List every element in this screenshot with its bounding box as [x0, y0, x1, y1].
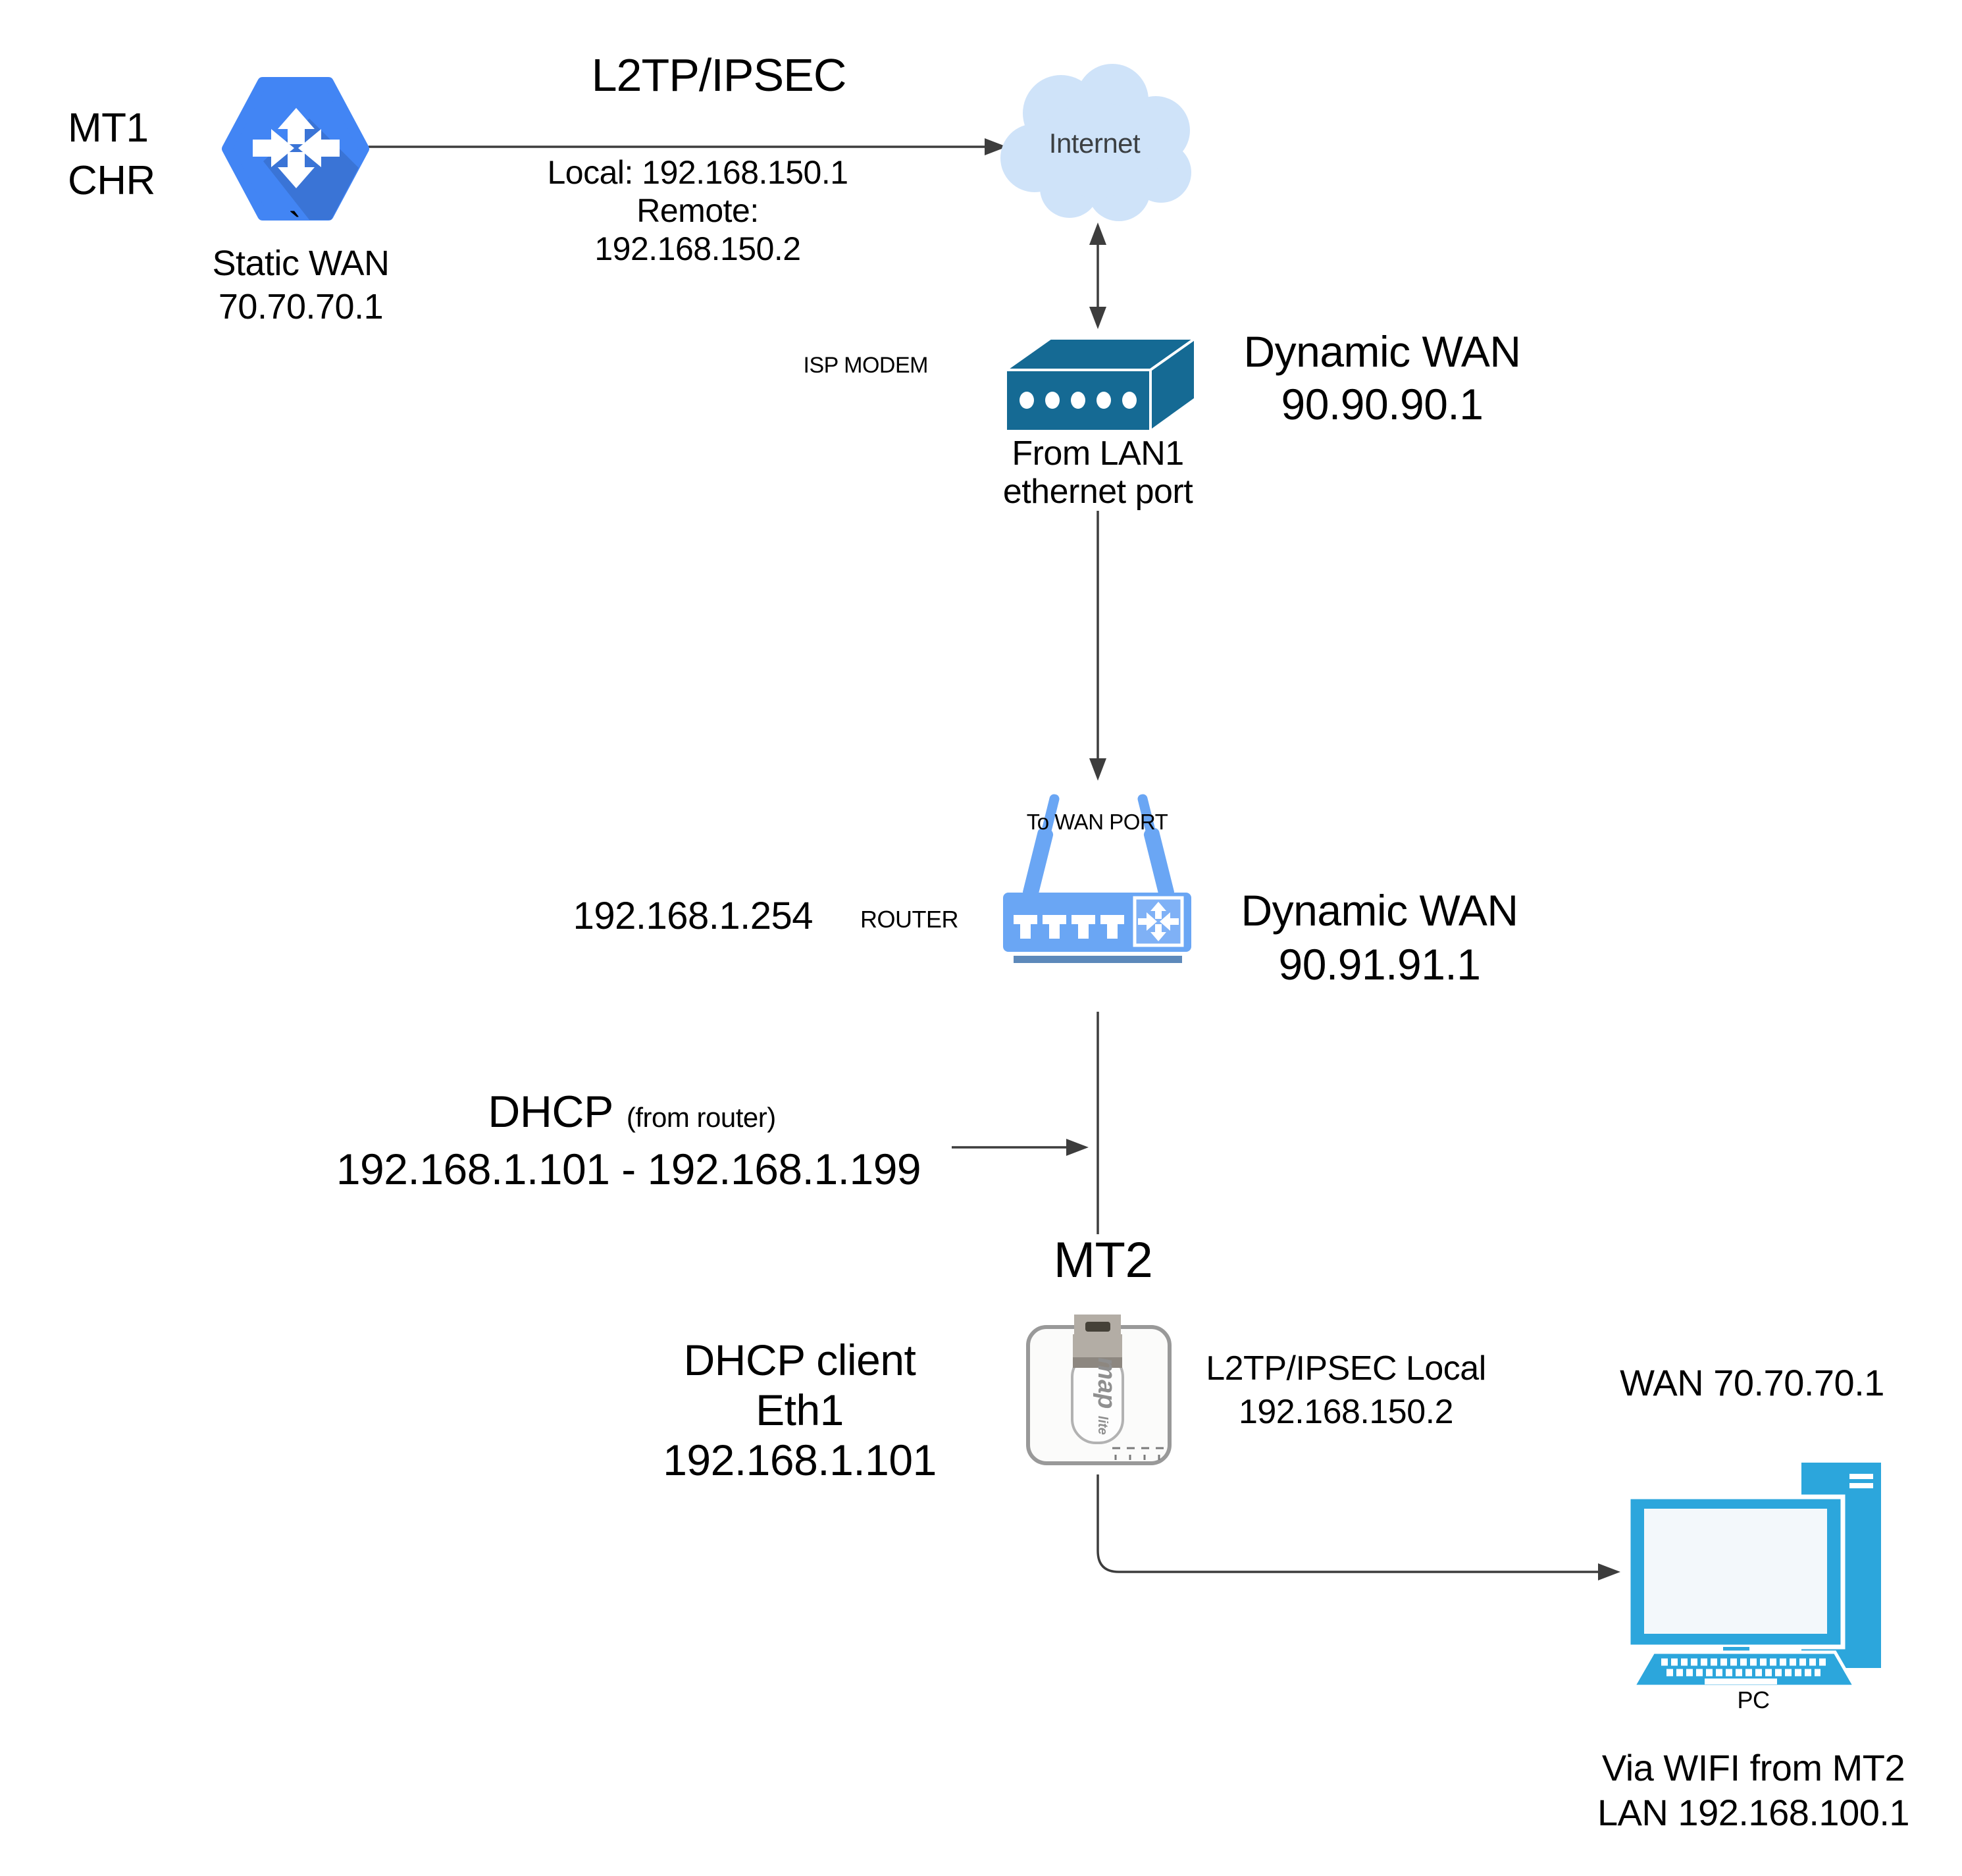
router-antennas — [1023, 794, 1174, 899]
chr-internet-link — [369, 138, 1007, 155]
dhcp-range: 192.168.1.101 - 192.168.1.199 — [336, 1145, 921, 1193]
dhcp-label: DHCP (from router) — [395, 1086, 869, 1137]
map-lite-device — [1026, 1315, 1172, 1465]
router-lan-ip: 192.168.1.254 — [573, 895, 813, 937]
l2tp-ipsec-title: L2TP/IPSEC — [591, 49, 847, 101]
stray-mark: ` — [288, 205, 301, 249]
pc-screen — [1644, 1509, 1827, 1634]
chr-icon — [222, 77, 369, 221]
pc-label: PC — [1737, 1686, 1770, 1713]
modem-leds — [1020, 392, 1137, 409]
to-wan-port-label: To WAN PORT — [1026, 810, 1168, 834]
dhcp-title: DHCP — [488, 1087, 613, 1137]
router-ports — [1014, 915, 1124, 939]
router-label: ROUTER — [860, 906, 959, 933]
pc-icon — [1626, 1463, 1881, 1688]
mt2-label: MT2 — [1053, 1232, 1153, 1288]
isp-modem-label: ISP MODEM — [803, 353, 929, 378]
cloud-modem-link — [1089, 222, 1106, 329]
dhcp-arrow — [952, 1139, 1089, 1156]
map-lite-clip — [1073, 1315, 1122, 1368]
router-icon — [1003, 794, 1191, 963]
isp-modem-icon — [1004, 337, 1197, 432]
mt2-pc-link — [1097, 1474, 1620, 1580]
pc-wan-label: WAN 70.70.70.1 — [1620, 1362, 1884, 1403]
dhcp-source: (from router) — [626, 1102, 776, 1133]
router-base-bar — [1014, 956, 1182, 963]
map-lite-logo: map lite — [1093, 1357, 1120, 1435]
network-arrows-icon — [253, 108, 340, 188]
map-lite-port-leds — [1112, 1447, 1164, 1460]
internet-cloud — [1000, 64, 1191, 221]
internet-label: Internet — [1048, 128, 1141, 159]
